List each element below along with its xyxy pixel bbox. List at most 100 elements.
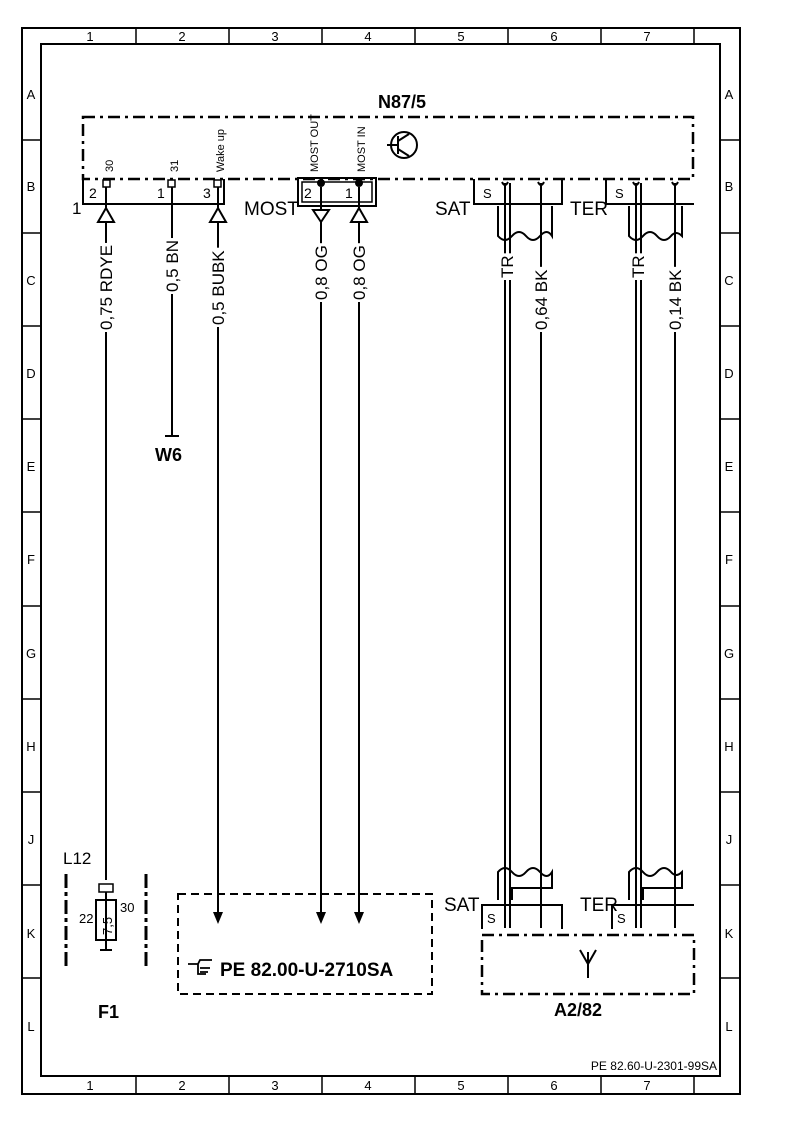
pointing-hand-icon [188,959,212,975]
wire-label-gap [97,242,116,332]
row-label-left: L [27,1019,34,1034]
wire-label: 0,5 BN [163,240,182,292]
row-label-right: C [724,273,733,288]
row-label-right: L [725,1019,732,1034]
pin-contact [167,179,176,188]
wire-label: 0,64 BK [532,269,551,330]
col-label-top: 6 [550,29,557,44]
row-label-left: D [26,366,35,381]
fuse-pin-22: 22 [79,911,93,926]
col-label-top: 4 [364,29,371,44]
pin-number: 3 [203,185,211,201]
wire-label-gap [498,253,517,280]
row-label-left: J [28,832,35,847]
wire-label-gap [350,243,369,302]
most-connector-inner [301,181,373,203]
f1-label: F1 [98,1002,119,1022]
row-label-right: E [725,459,734,474]
connector-1-label: 1 [72,199,81,218]
col-label-bottom: 5 [457,1078,464,1093]
pin-number: 2 [89,185,97,201]
a2-82-ter-connector [611,904,694,929]
row-label-left: K [27,926,36,941]
col-label-bottom: 2 [178,1078,185,1093]
wire-label: TR [498,255,517,278]
ter-connector-housing [605,179,694,205]
row-label-right: J [726,832,733,847]
pin-contact [102,179,111,188]
wire-label-gap [629,253,648,280]
row-label-left: G [26,646,36,661]
a2-82-sat-connector [481,904,563,929]
fuse-rating: 7,5 [100,917,115,935]
column-dividers [22,28,740,1094]
fuse-contact [98,883,114,893]
a2-82-label: A2/82 [554,1000,602,1020]
w6-label: W6 [155,445,182,465]
wire-label: TR [629,255,648,278]
col-label-top: 3 [271,29,278,44]
wire-lines [105,183,676,928]
pin-label-wakeup: Wake up [215,129,227,172]
row-label-left: E [27,459,36,474]
antenna-icon [579,949,597,978]
wire-label-gap [163,238,182,294]
n87-5-label: N87/5 [378,92,426,112]
inner-frame [40,43,721,1077]
row-label-left: H [26,739,35,754]
arrow-marks [96,205,369,224]
pin-label-most-out: MOST OUT [309,114,321,172]
col-label-top: 7 [643,29,650,44]
wire-label: 0,5 BUBK [209,250,228,325]
row-label-right: D [724,366,733,381]
row-label-left: A [27,87,36,102]
pin-number: 1 [157,185,165,201]
ter-connector-label: TER [570,199,608,220]
row-label-left: B [27,179,36,194]
pin-contact [355,179,363,187]
wire-label: 0,75 RDYE [97,245,116,330]
col-label-top: 2 [178,29,185,44]
row-label-right: H [724,739,733,754]
col-label-top: 5 [457,29,464,44]
fuse-pin-30: 30 [120,900,134,915]
row-label-right: B [725,179,734,194]
coax-shield-marks [497,181,683,900]
a2-82-sat-label: SAT [444,895,480,916]
wire-label-gap [209,247,228,327]
pin-number: 1 [345,185,353,201]
pin-contact [317,179,325,187]
sat-connector-housing [473,179,563,205]
pin-contact [213,179,222,188]
wire-label-gap [312,243,331,302]
shield-label: S [617,911,626,926]
col-label-bottom: 6 [550,1078,557,1093]
col-label-bottom: 1 [86,1078,93,1093]
col-label-bottom: 3 [271,1078,278,1093]
l12-label: L12 [63,849,91,868]
n87-5-outline [81,115,695,181]
col-label-top: 1 [86,29,93,44]
reference-label[interactable]: PE 82.00-U-2710SA [220,960,393,981]
connector-1-housing [82,179,225,205]
most-connector-label: MOST [244,199,299,220]
pin-label-30: 30 [104,160,116,172]
row-label-right: K [725,926,734,941]
sat-connector-label: SAT [435,199,471,220]
shield-label: S [615,186,624,201]
col-label-bottom: 4 [364,1078,371,1093]
row-label-right: F [725,552,733,567]
document-number: PE 82.60-U-2301-99SA [591,1059,717,1073]
pin-label-31: 31 [169,160,181,172]
shield-label: S [483,186,492,201]
wire-label: 0,8 OG [350,245,369,300]
row-label-right: A [725,87,734,102]
reference-box [177,893,433,995]
electronic-module-icon [387,131,418,159]
wire-label: 0,8 OG [312,245,331,300]
a2-82-outline [480,933,696,996]
pin-label-most-in: MOST IN [356,126,368,172]
outer-frame [21,27,741,1095]
wire-label: 0,14 BK [666,269,685,330]
